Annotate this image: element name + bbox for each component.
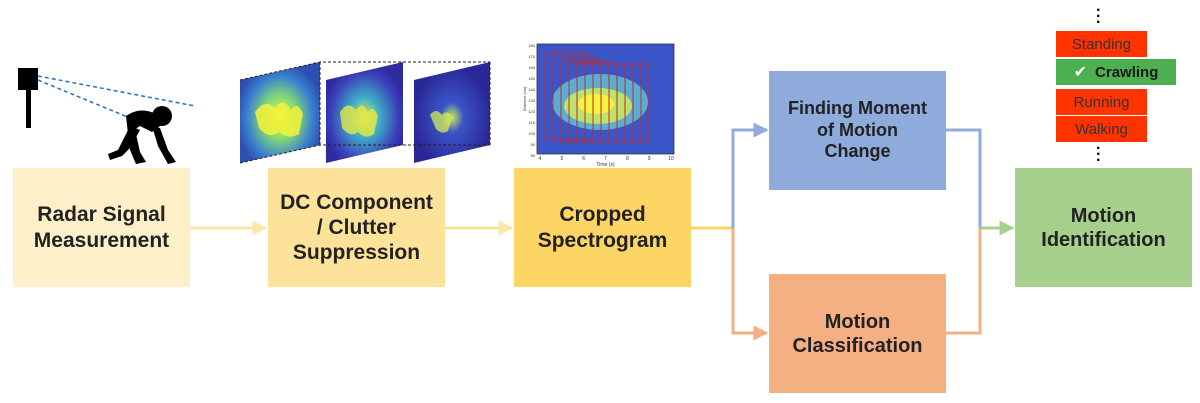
spectrogram-ylabel: Distance (cm) (522, 86, 527, 111)
spectrogram-xtick: 9 (648, 156, 651, 162)
ellipsis-top-icon: ··· (1096, 2, 1102, 31)
dc-clutter-suppression-box: DC Component / Clutter Suppression (268, 168, 445, 287)
motion-label-running: Running (1056, 89, 1147, 115)
motion-label-walking: Walking (1056, 116, 1147, 142)
spectrogram-ytick: 130 (528, 98, 535, 103)
spectrogram-ytick: 90 (531, 142, 536, 147)
checkmark-icon: ✔ (1073, 64, 1088, 81)
spectrogram-xtick: 6 (582, 156, 585, 162)
cropped-spectrogram-plot (536, 43, 675, 155)
clutter-spectrogram-stack (239, 61, 491, 164)
spectrogram-ytick: 110 (529, 120, 536, 125)
spectrogram-xtick: 4 (539, 156, 542, 162)
spectrogram-ytick: 100 (528, 131, 535, 136)
flow-connectors (190, 122, 1015, 341)
spectrogram-xtick: 8 (626, 156, 629, 162)
spectrogram-ytick: 180 (528, 43, 535, 48)
motion-identification-box: Motion Identification (1015, 168, 1192, 287)
cropped-spectrogram-box: Cropped Spectrogram (514, 168, 691, 287)
spectrogram-ytick: 120 (528, 109, 535, 114)
crawling-person-icon (108, 106, 176, 164)
motion-label-crawling: ✔ Crawling (1056, 59, 1176, 85)
spectrogram-ytick: 170 (528, 54, 535, 59)
spectrogram-xtick: 7 (604, 156, 607, 162)
radar-sensor-icon (18, 68, 196, 128)
spectrogram-ticks: 180 170 160 150 140 130 120 110 100 90 804 5 6 7 8 9 10T… (522, 43, 674, 168)
spectrogram-xtick: 10 (668, 156, 674, 162)
spectrogram-xlabel: Time (s) (596, 162, 614, 168)
spectrogram-ytick: 150 (528, 76, 535, 81)
motion-classification-box: Motion Classification (769, 274, 946, 393)
motion-change-moment-box: Finding Moment of Motion Change (769, 71, 946, 190)
motion-label-standing: Standing (1056, 31, 1147, 57)
spectrogram-ytick: 140 (528, 87, 535, 92)
motion-label-crawling-text: Crawling (1095, 63, 1159, 81)
spectrogram-ytick: 160 (528, 65, 535, 70)
ellipsis-bottom-icon: ··· (1096, 140, 1102, 169)
radar-signal-measurement-box: Radar Signal Measurement (13, 168, 190, 287)
spectrogram-xtick: 5 (560, 156, 563, 162)
spectrogram-ytick: 80 (531, 153, 536, 158)
